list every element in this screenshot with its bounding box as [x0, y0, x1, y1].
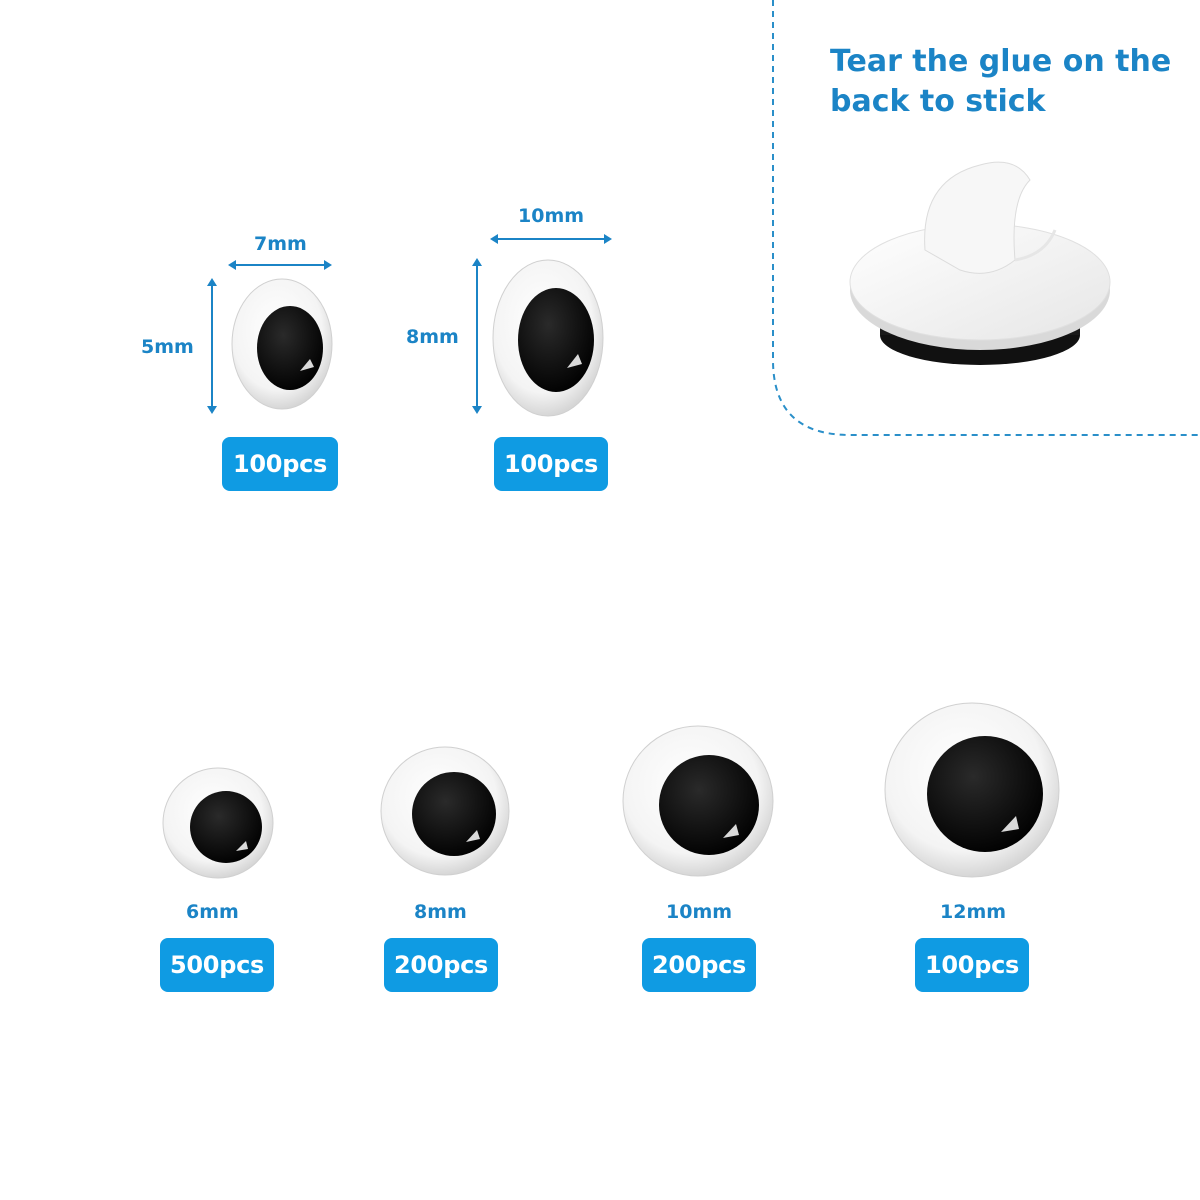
googly-eye-icon	[380, 746, 510, 876]
googly-eye-icon	[492, 259, 604, 417]
width-label: 7mm	[254, 233, 307, 255]
height-label: 5mm	[141, 336, 194, 358]
size-label: 12mm	[940, 901, 1007, 923]
quantity-badge: 100pcs	[494, 437, 608, 491]
height-arrow	[207, 278, 217, 414]
quantity-badge: 200pcs	[642, 938, 756, 992]
googly-eye-icon	[884, 702, 1060, 878]
quantity-badge: 500pcs	[160, 938, 274, 992]
quantity-badge: 200pcs	[384, 938, 498, 992]
quantity-badge: 100pcs	[222, 437, 338, 491]
quantity-badge: 100pcs	[915, 938, 1029, 992]
googly-eye-icon	[231, 278, 333, 410]
adhesive-headline: Tear the glue on the back to stick	[830, 44, 1172, 119]
googly-eye-icon	[162, 767, 274, 879]
width-arrow	[490, 234, 612, 244]
adhesive-panel-border	[772, 0, 1200, 436]
width-arrow	[228, 260, 332, 270]
height-label: 8mm	[406, 326, 459, 348]
size-label: 6mm	[186, 901, 239, 923]
size-label: 10mm	[666, 901, 733, 923]
adhesive-backing-icon	[849, 161, 1111, 365]
googly-eye-icon	[622, 725, 774, 877]
height-arrow	[472, 258, 482, 414]
size-label: 8mm	[414, 901, 467, 923]
width-label: 10mm	[518, 205, 585, 227]
